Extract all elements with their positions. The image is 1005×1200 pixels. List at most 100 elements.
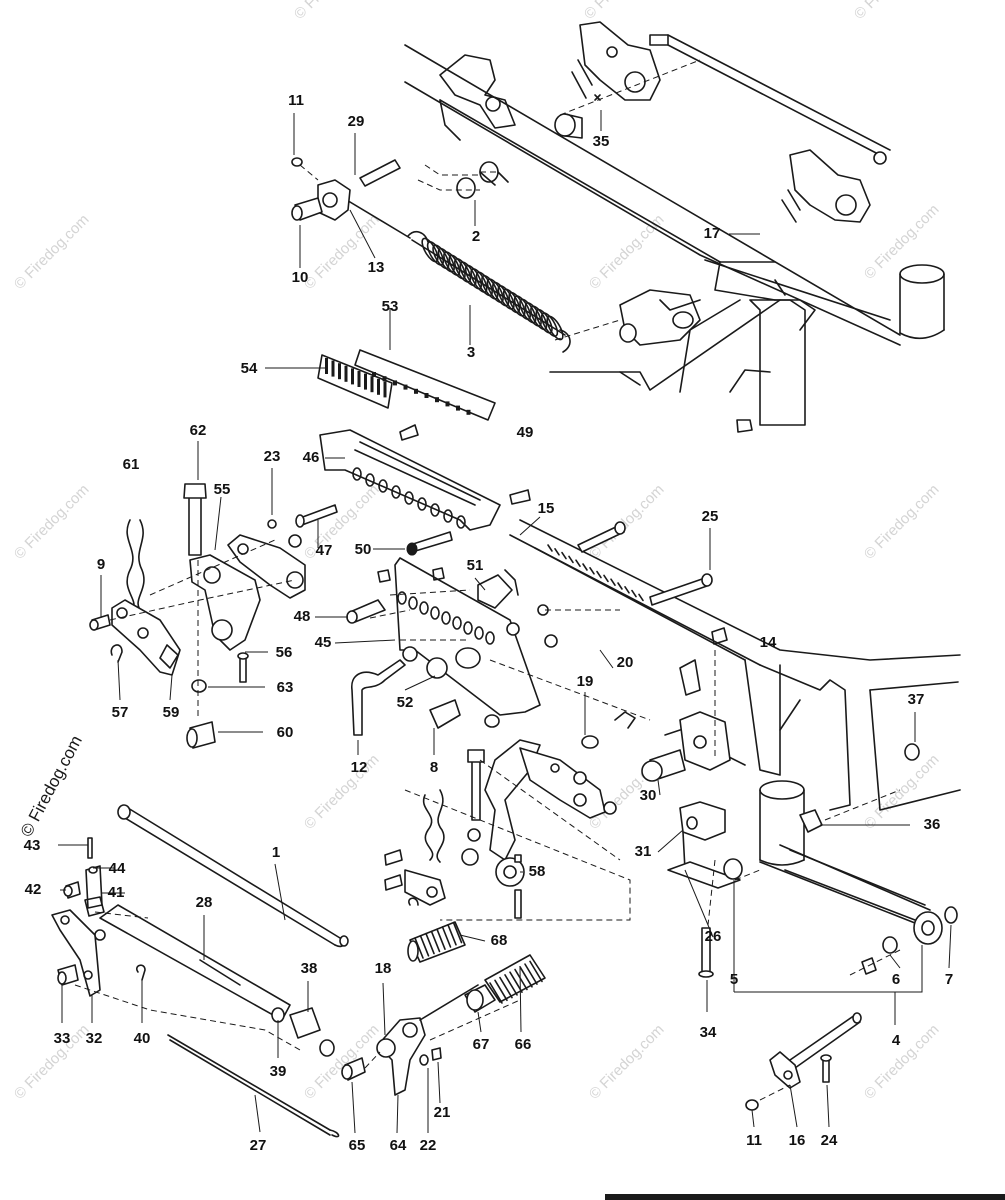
- callout-labels: 11 29 10 13 2 35 17 3 53 54 49 62 61 23 …: [24, 92, 954, 1154]
- grip-rib: [414, 937, 424, 959]
- adjustment-hole: [397, 591, 407, 605]
- spring-coil: [513, 295, 532, 320]
- decal-mark: [372, 372, 376, 377]
- decal-mark: [338, 363, 341, 380]
- grip-rib: [529, 960, 543, 983]
- decal-mark: [403, 384, 408, 390]
- callout-label: 18: [375, 960, 392, 977]
- adjustment-hole: [430, 503, 440, 517]
- watermark: © Firedog.com: [861, 481, 943, 563]
- watermark: © Firedog.com: [11, 211, 93, 293]
- rack-tooth: [554, 548, 560, 556]
- callout-label: 7: [945, 971, 953, 988]
- watermark: © Firedog.com: [11, 481, 93, 563]
- callout-label: 33: [54, 1030, 71, 1047]
- grip-rib: [494, 979, 508, 1002]
- spring-coil: [535, 308, 553, 334]
- callout-label: 2: [472, 228, 480, 245]
- spring-coil: [437, 247, 455, 273]
- adjustment-hole: [391, 485, 401, 499]
- grip-rib: [430, 930, 441, 953]
- adjustment-hole: [352, 467, 362, 481]
- decal-mark: [357, 371, 361, 387]
- spring-coil: [481, 274, 499, 300]
- bottom-center-parts: [341, 921, 546, 1096]
- spring-coil: [540, 312, 559, 337]
- callout-label: 14: [760, 634, 777, 651]
- callout-label: 66: [515, 1036, 532, 1053]
- adjustment-hole: [456, 515, 466, 529]
- grip-rib: [425, 932, 435, 955]
- decal-mark: [370, 376, 374, 393]
- adjustment-hole: [378, 479, 388, 493]
- decal-mark: [364, 373, 367, 390]
- leader-lines: [58, 110, 952, 1134]
- adjustment-hole: [408, 596, 418, 610]
- callout-label: 54: [241, 360, 258, 377]
- spring-coil: [426, 241, 445, 266]
- rack-tooth: [568, 555, 574, 564]
- spring-assembly: [291, 157, 571, 353]
- watermark: © Firedog.com: [586, 1021, 668, 1103]
- callout-label: 31: [635, 843, 652, 860]
- decal-mark: [325, 358, 328, 374]
- callout-label: 5: [730, 971, 738, 988]
- spring-coil: [470, 268, 488, 293]
- watermark: © Firedog.com: [301, 751, 383, 833]
- rack-tooth: [610, 578, 616, 586]
- bottom-right-parts: [745, 1012, 862, 1111]
- callout-label: 12: [351, 759, 368, 776]
- callout-label: 49: [517, 424, 534, 441]
- decal-mark: [351, 368, 354, 385]
- spring-coil: [448, 254, 466, 280]
- grip-rib: [436, 928, 446, 950]
- spring-coil: [443, 251, 461, 276]
- callout-label: 57: [112, 704, 129, 721]
- watermark: © Firedog.com: [581, 0, 663, 23]
- decal-mark: [382, 376, 387, 382]
- callout-label: 43: [24, 837, 41, 854]
- adjustment-hole: [443, 509, 453, 523]
- decal-mark: [393, 380, 397, 386]
- adjustment-hole: [485, 631, 495, 645]
- callout-label: 20: [617, 654, 634, 671]
- callout-label: 38: [301, 960, 318, 977]
- rack-tooth: [589, 567, 595, 575]
- watermark: © Firedog.com: [301, 211, 383, 293]
- callout-label: 23: [264, 448, 281, 465]
- callout-label: 6: [892, 971, 900, 988]
- decal-mark: [456, 405, 460, 411]
- callout-label: 19: [577, 673, 594, 690]
- grip-rib: [447, 924, 457, 946]
- callout-label: 3: [467, 344, 475, 361]
- grip-rib: [419, 935, 430, 957]
- callout-label: 39: [270, 1063, 287, 1080]
- spring-coil: [497, 285, 515, 310]
- decal-mark: [435, 397, 439, 403]
- decal-mark: [331, 360, 335, 377]
- callout-label: 42: [25, 881, 42, 898]
- adjustment-hole: [463, 621, 473, 635]
- callout-label: 46: [303, 449, 320, 466]
- callout-label: 26: [705, 928, 722, 945]
- callout-label: 64: [390, 1137, 407, 1154]
- center-linkage: [384, 711, 636, 921]
- rack-tooth: [575, 559, 581, 567]
- watermark: © Firedog.com: [11, 1021, 93, 1103]
- adjustment-hole: [430, 606, 440, 620]
- grip-rib: [504, 974, 518, 996]
- callout-label: 67: [473, 1036, 490, 1053]
- spring-coil: [453, 258, 472, 283]
- callout-label: 25: [702, 508, 719, 525]
- decal-mark: [424, 393, 429, 398]
- callout-label: 22: [420, 1137, 437, 1154]
- callout-label: 28: [196, 894, 213, 911]
- adjustment-plates: [295, 424, 558, 736]
- lower-left-linkage: [51, 804, 349, 1138]
- spring-coil: [546, 315, 564, 341]
- decal-mark: [344, 365, 348, 382]
- adjustment-hole: [404, 491, 414, 505]
- callout-label: 40: [134, 1030, 151, 1047]
- decal-mark: [466, 409, 471, 415]
